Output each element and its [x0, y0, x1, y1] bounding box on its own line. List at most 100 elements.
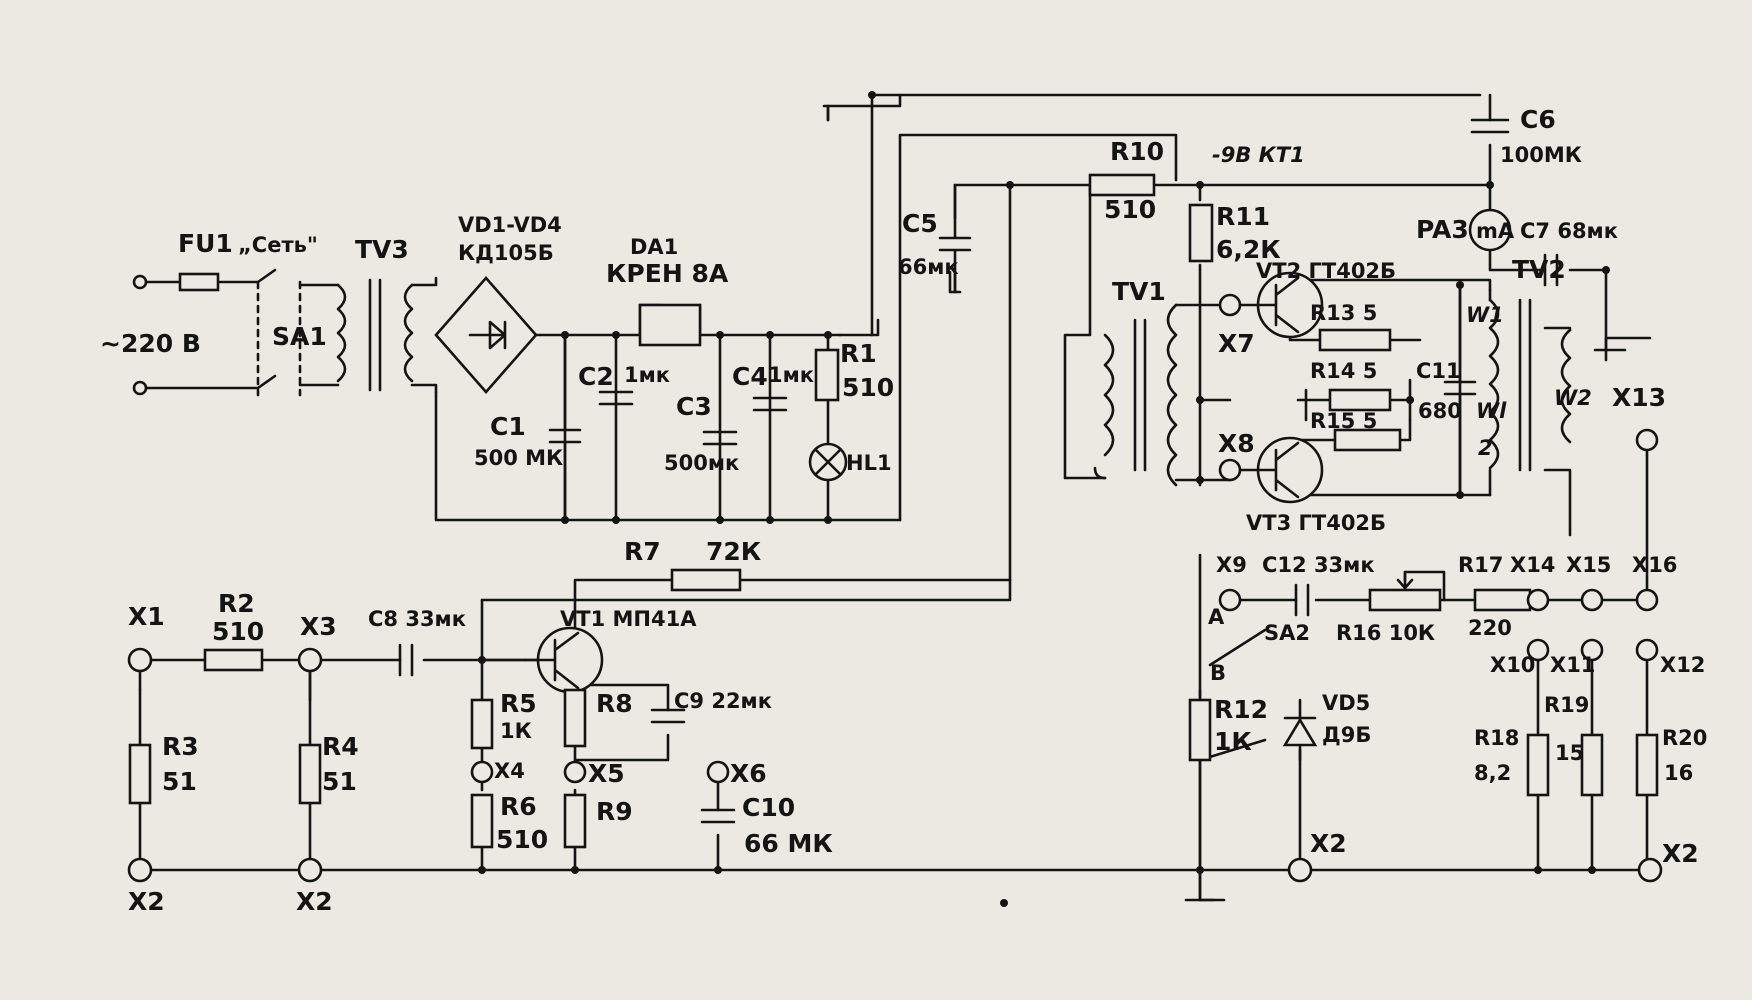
- label-r3: R3: [162, 732, 199, 761]
- label-r6: R6: [500, 792, 537, 821]
- mains-terminal-bottom: [132, 380, 148, 396]
- capacitor-c3: [702, 430, 738, 446]
- label-r13: R13 5: [1310, 301, 1377, 325]
- terminal-x2-a[interactable]: [127, 857, 153, 883]
- meter-unit: mA: [1476, 219, 1515, 243]
- label-c2-value: 1мк: [624, 363, 670, 387]
- label-x7: X7: [1218, 329, 1255, 358]
- terminal-x14[interactable]: [1526, 588, 1550, 612]
- label-hl1: HL1: [846, 451, 892, 475]
- label-c1: C1: [490, 412, 526, 441]
- label-r15: R15 5: [1310, 409, 1377, 433]
- terminal-x5[interactable]: [563, 760, 587, 784]
- terminal-x7[interactable]: [1218, 293, 1242, 317]
- label-x13: X13: [1612, 383, 1666, 412]
- label-r4-value: 51: [322, 767, 357, 796]
- label-c4-value: 1мк: [768, 363, 814, 387]
- capacitor-c2: [598, 390, 634, 406]
- label-c8: C8 33мк: [368, 607, 466, 631]
- label-x14: X14: [1510, 553, 1555, 577]
- terminal-x1[interactable]: [127, 647, 153, 673]
- terminal-x13[interactable]: [1635, 428, 1659, 452]
- resistor-r7: [670, 568, 742, 592]
- terminal-x9[interactable]: [1218, 588, 1242, 612]
- label-kd105b: КД105Б: [458, 241, 554, 265]
- label-c11-value: 680: [1418, 399, 1462, 423]
- label-c5: C5: [902, 209, 938, 238]
- label-r5: R5: [500, 689, 537, 718]
- capacitor-c10: [700, 808, 736, 824]
- label-r10: R10: [1110, 137, 1164, 166]
- label-vd5: VD5: [1322, 691, 1370, 715]
- transformer-tv2: [1488, 298, 1572, 472]
- lamp-hl1-icon: [808, 442, 848, 482]
- resistor-r9: [563, 793, 587, 849]
- label-wl: Wl: [1476, 399, 1507, 423]
- label-r3-value: 51: [162, 767, 197, 796]
- label-kren8a: КРЕН 8А: [606, 259, 729, 288]
- label-r1-value: 510: [842, 373, 894, 402]
- label-r10-value: 510: [1104, 195, 1156, 224]
- label-r8: R8: [596, 689, 633, 718]
- terminal-x6[interactable]: [706, 760, 730, 784]
- transistor-vt2-icon: [1238, 271, 1324, 339]
- label-r17: R17: [1458, 553, 1503, 577]
- diode-bridge-vd1-vd4: [434, 276, 538, 394]
- label-x10: X10: [1490, 653, 1535, 677]
- label-x15: X15: [1566, 553, 1611, 577]
- label-w2: W2: [1554, 386, 1592, 410]
- junction-dots: [478, 91, 1610, 907]
- label-r16: R16 10К: [1336, 621, 1435, 645]
- label-vd1-vd4: VD1-VD4: [458, 213, 562, 237]
- terminal-x10[interactable]: [1526, 638, 1550, 662]
- label-r4: R4: [322, 732, 359, 761]
- resistor-r11: [1188, 203, 1214, 263]
- terminal-x12[interactable]: [1635, 638, 1659, 662]
- label-x1: X1: [128, 602, 165, 631]
- label-c6: C6: [1520, 105, 1556, 134]
- resistor-r20: [1635, 733, 1659, 797]
- label-tv2: TV2: [1512, 255, 1566, 284]
- label-r12-value: 1К: [1214, 727, 1252, 756]
- ground-symbols: [826, 104, 1627, 902]
- label-x2-c: X2: [1310, 829, 1347, 858]
- label-c6-value: 100МК: [1500, 143, 1582, 167]
- resistor-r8: [563, 688, 587, 748]
- terminals: [127, 588, 1663, 883]
- label-c10-value: 66 МК: [744, 829, 833, 858]
- label-rail-voltage: -9В КТ1: [1212, 143, 1305, 167]
- terminal-x16[interactable]: [1635, 588, 1659, 612]
- label-c4: C4: [732, 362, 768, 391]
- label-vt2: VT2 ГТ402Б: [1256, 259, 1396, 283]
- label-c10: C10: [742, 793, 795, 822]
- label-w1: W1: [1466, 303, 1504, 327]
- label-c12: C12 33мк: [1262, 553, 1375, 577]
- label-c3-value: 500мк: [664, 451, 739, 475]
- label-r12: R12: [1214, 695, 1268, 724]
- label-pa3: PA3: [1416, 215, 1469, 244]
- capacitor-c7: [1543, 253, 1559, 287]
- switch-sa2: [1208, 628, 1267, 667]
- label-r14: R14 5: [1310, 359, 1377, 383]
- mains-terminal-top: [132, 274, 148, 290]
- terminal-x3[interactable]: [297, 647, 323, 673]
- label-r1: R1: [840, 339, 877, 368]
- capacitor-c5: [938, 183, 972, 294]
- diode-vd5-icon: [1282, 716, 1318, 747]
- label-x12: X12: [1660, 653, 1705, 677]
- label-c1-value: 500 МК: [474, 446, 563, 470]
- label-vt3: VT3 ГТ402Б: [1246, 511, 1386, 535]
- terminal-x11[interactable]: [1580, 638, 1604, 662]
- terminal-x8[interactable]: [1218, 458, 1242, 482]
- terminal-x2-c[interactable]: [1287, 857, 1313, 883]
- resistor-r3: [128, 743, 152, 805]
- terminal-x4[interactable]: [470, 760, 494, 784]
- terminal-x2-d[interactable]: [1637, 857, 1663, 883]
- label-r20-value: 16: [1664, 761, 1693, 785]
- capacitor-c12: [1294, 583, 1310, 617]
- terminal-x2-b[interactable]: [297, 857, 323, 883]
- label-r20: R20: [1662, 726, 1707, 750]
- terminal-x15[interactable]: [1580, 588, 1604, 612]
- label-c5-value: 66мк: [898, 255, 959, 279]
